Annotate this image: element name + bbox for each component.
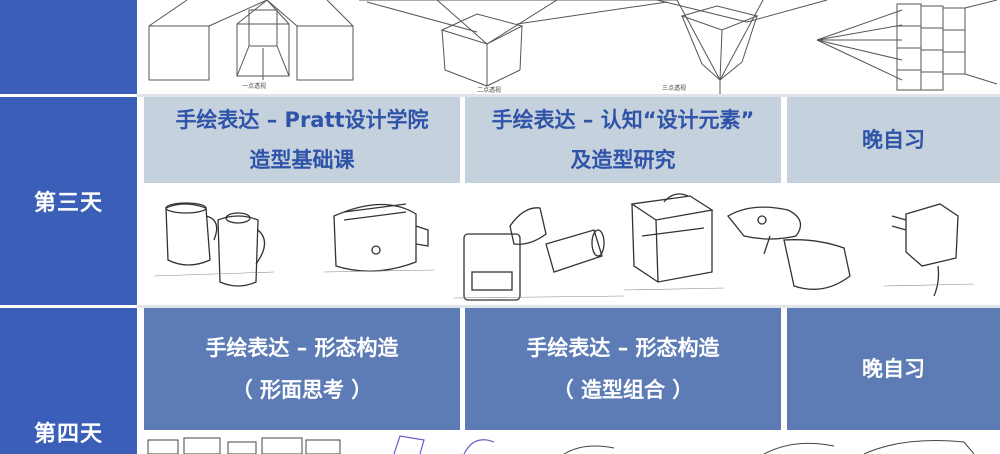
day-label-4: 第四天 — [0, 308, 137, 454]
row-divider — [137, 305, 1000, 308]
day-3-text: 第三天 — [33, 191, 103, 216]
day3-session-evening-study: 晚自习 — [787, 97, 1000, 183]
session-title: 晚自习 — [862, 357, 925, 381]
day3-product-sketches — [144, 186, 1000, 305]
label-two-point: 二点透视 — [477, 86, 501, 94]
label-one-point: 一点透视 — [242, 82, 266, 90]
perspective-sketch-strip: 一点透视 二点透视 三点透视 — [137, 0, 1000, 94]
day3-session-design-elements: 手绘表达 – 认知“设计元素” 及造型研究 — [465, 97, 781, 183]
day4-sketch-strip — [144, 432, 1000, 454]
day-label-3: 第三天 — [0, 97, 137, 305]
perspective-sketches: 一点透视 二点透视 三点透视 — [148, 0, 998, 94]
day-4-text: 第四天 — [33, 422, 103, 447]
form-sketches — [147, 435, 975, 454]
session-title: 晚自习 — [862, 128, 925, 152]
session-title: 手绘表达 – Pratt设计学院 — [175, 108, 429, 132]
session-title: 手绘表达 – 认知“设计元素” — [491, 108, 755, 132]
product-sketches — [153, 193, 975, 301]
day4-session-evening-study: 晚自习 — [787, 308, 1000, 430]
day4-session-form-combination: 手绘表达 – 形态构造 （ 造型组合 ） — [465, 308, 781, 430]
session-subtitle: 及造型研究 — [570, 148, 676, 172]
day4-session-form-surface: 手绘表达 – 形态构造 （ 形面思考 ） — [144, 308, 460, 430]
day3-session-pratt: 手绘表达 – Pratt设计学院 造型基础课 — [144, 97, 460, 183]
day-column-top — [0, 0, 137, 94]
row-divider — [137, 94, 1000, 97]
session-title: 手绘表达 – 形态构造 — [526, 336, 720, 360]
session-subtitle: （ 形面思考 ） — [231, 378, 373, 402]
session-subtitle: 造型基础课 — [249, 148, 355, 172]
session-subtitle: （ 造型组合 ） — [552, 378, 694, 402]
label-three-point: 三点透视 — [662, 84, 686, 92]
session-title: 手绘表达 – 形态构造 — [205, 336, 399, 360]
